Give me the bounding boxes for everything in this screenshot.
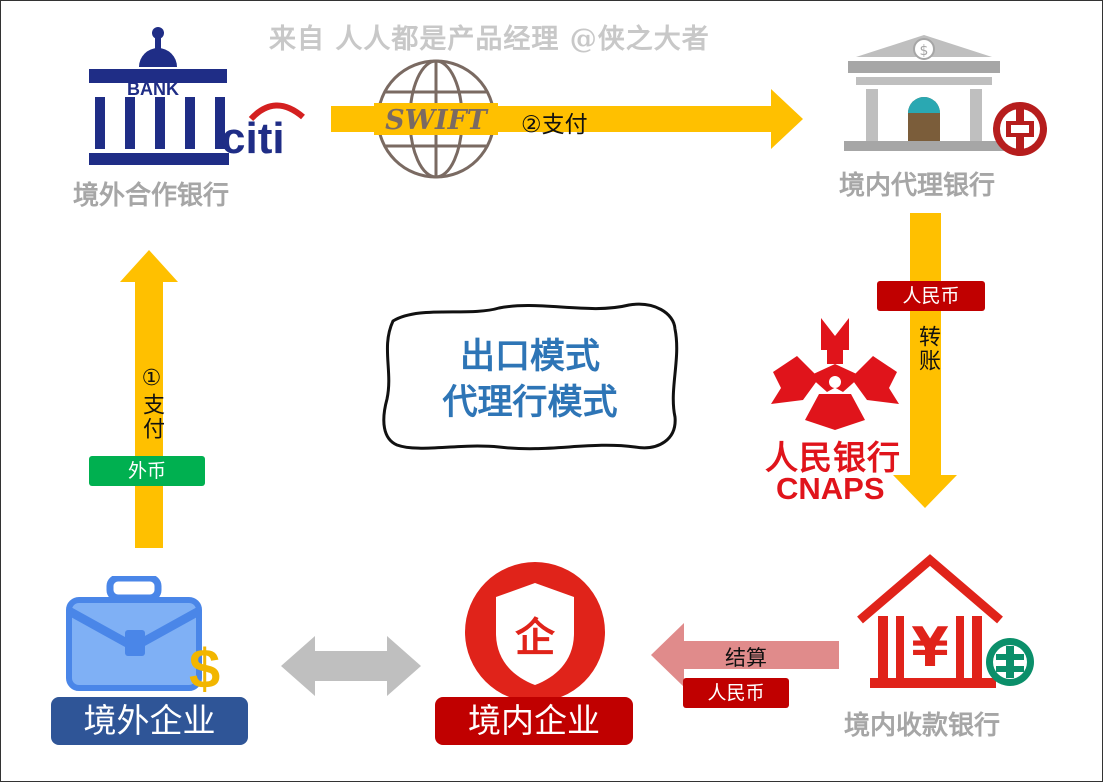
payment-arrow-step2 [331, 89, 803, 149]
step1-currency-tag: 外币 [89, 456, 205, 486]
agent-bank-label: 境内代理银行 [839, 171, 996, 201]
svg-text:$: $ [920, 43, 929, 59]
step2-label: ②支付 [521, 112, 588, 138]
step1-label: ①支付 [139, 366, 164, 441]
settlement-arrow [651, 623, 839, 687]
pboc-name: 人民银行 [765, 438, 901, 477]
payment-arrow-step1 [120, 250, 178, 548]
citi-text: citi [221, 114, 285, 159]
center-title: 出口模式 代理行模式 [380, 334, 680, 426]
center-title-line2: 代理行模式 [442, 383, 618, 423]
settlement-currency-tag: 人民币 [683, 678, 789, 708]
dollar-icon: $ [189, 637, 220, 696]
bank-building-icon: BANK [89, 27, 229, 165]
domestic-enterprise-label: 境内企业 [435, 697, 633, 745]
swift-text: SWIFT [385, 105, 489, 136]
yuan-icon: ¥ [911, 616, 949, 679]
swift-globe-icon: SWIFT [374, 59, 498, 179]
briefcase-icon: $ [66, 576, 220, 696]
center-cloud-shape [382, 302, 679, 451]
enterprise-shield-icon: 企 [465, 562, 605, 702]
overseas-enterprise-label: 境外企业 [51, 697, 248, 745]
transfer-currency-tag: 人民币 [877, 281, 985, 311]
receiving-bank-house-icon: ¥ [857, 554, 1034, 688]
transfer-label: 转账 [915, 325, 940, 373]
overseas-bank-label: 境外合作银行 [73, 181, 230, 211]
settlement-label: 结算 [725, 646, 767, 670]
agent-bank-building-icon: $ [844, 35, 1047, 156]
bank-text: BANK [127, 79, 179, 99]
receiving-bank-label: 境内收款银行 [844, 711, 1001, 741]
pboc-logo-icon [771, 318, 899, 430]
citi-logo: citi [221, 102, 305, 159]
shield-char: 企 [515, 615, 556, 661]
watermark: 来自 人人都是产品经理 @侠之大者 [269, 24, 710, 55]
double-arrow [281, 636, 421, 696]
pboc-system: CNAPS [776, 471, 885, 506]
center-title-line1: 出口模式 [459, 337, 600, 377]
